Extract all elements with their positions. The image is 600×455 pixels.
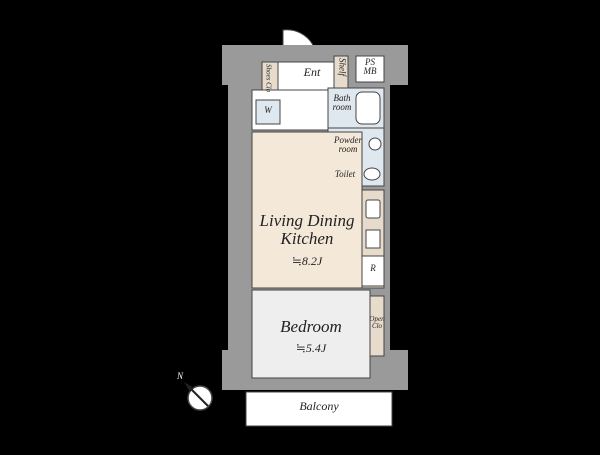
wall-left-upper bbox=[222, 45, 244, 85]
shoes-closet-label: Shoes Clo bbox=[264, 64, 273, 93]
washer-label: W bbox=[264, 105, 272, 115]
kitchen-stove bbox=[365, 229, 381, 249]
balcony-floor bbox=[245, 391, 393, 427]
powder-room-label: Powder room bbox=[334, 135, 362, 155]
refrigerator-label: R bbox=[370, 263, 376, 273]
open-closet bbox=[369, 295, 385, 357]
bathroom-label: Bath room bbox=[332, 93, 352, 113]
toilet-bowl bbox=[363, 167, 381, 181]
bedroom-label: Bedroom bbox=[280, 317, 342, 336]
toilet-label: Toilet bbox=[334, 169, 356, 179]
ldk-area: ≒8.2J bbox=[291, 254, 323, 268]
shelf-label: Shelf bbox=[337, 58, 348, 76]
entrance-label: Ent bbox=[303, 65, 321, 79]
wall-right-lower bbox=[378, 350, 408, 390]
bedroom-area: ≒5.4J bbox=[295, 341, 327, 355]
ps-mb-shaft bbox=[355, 55, 385, 83]
ps-mb-label: PS MB bbox=[363, 57, 377, 77]
kitchen-sink bbox=[365, 199, 381, 219]
balcony-label: Balcony bbox=[299, 399, 339, 413]
wash-basin bbox=[368, 137, 382, 151]
entrance-door bbox=[282, 29, 314, 46]
refrigerator-space bbox=[361, 255, 385, 287]
washer-space bbox=[255, 99, 281, 125]
open-closet-label: Open Clo bbox=[369, 315, 385, 331]
bedroom-floor bbox=[251, 289, 371, 379]
compass-north-label: N bbox=[176, 371, 183, 381]
ldk-label: Living Dining Kitchen bbox=[259, 211, 355, 248]
ldk-floor bbox=[251, 131, 363, 289]
bathtub bbox=[355, 91, 381, 125]
wall-left-lower bbox=[222, 350, 244, 390]
compass-icon bbox=[184, 382, 213, 411]
